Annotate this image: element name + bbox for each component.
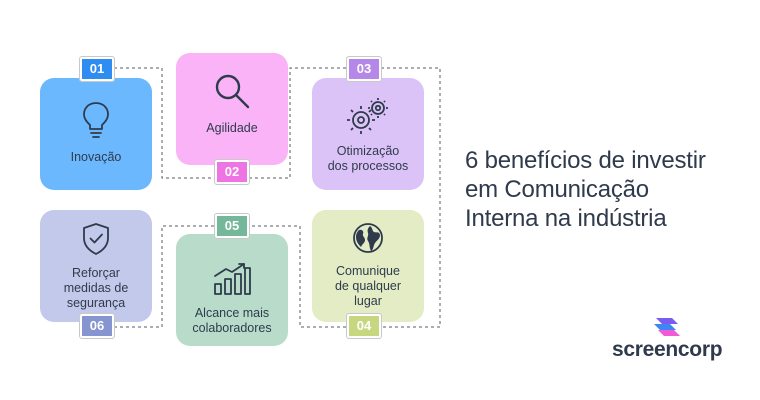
lightbulb-icon: [83, 102, 109, 138]
card-label-line: Reforçar: [72, 266, 120, 280]
headline-line-1: 6 benefícios de investir: [465, 147, 706, 174]
headline-line-2: em Comunicação: [465, 176, 649, 203]
stacked-layers-logo-icon: [654, 318, 680, 336]
card-comunique: Comunique de qualquer lugar: [312, 210, 424, 322]
globe-icon: [353, 223, 383, 253]
card-label-line: dos processos: [327, 159, 409, 173]
headline: 6 benefícios de investir em Comunicação …: [465, 146, 755, 233]
card-label-line: Otimização: [336, 144, 400, 158]
brand-wordmark: screencorp: [612, 338, 723, 361]
growth-chart-icon: [214, 263, 251, 295]
card-alcance: Alcance mais colaboradores: [176, 234, 288, 346]
badge-04: 04: [346, 313, 382, 339]
card-otimizacao: Otimização dos processos: [312, 78, 424, 190]
brand-logo: screencorp: [612, 316, 732, 366]
card-label-line: colaboradores: [192, 321, 272, 335]
card-label-line: Inovação: [70, 150, 122, 164]
badge-06: 06: [79, 313, 115, 339]
card-label-line: lugar: [354, 294, 382, 308]
badge-05: 05: [214, 213, 250, 239]
shield-check-icon: [83, 223, 109, 255]
badge-02: 02: [214, 159, 250, 185]
card-label-line: Comunique: [336, 264, 400, 278]
card-label-line: Agilidade: [206, 121, 258, 135]
gears-icon: [347, 98, 388, 134]
headline-line-3: Interna na indústria: [465, 205, 667, 232]
badge-03: 03: [346, 56, 382, 82]
badge-01: 01: [79, 56, 115, 82]
card-label-line: de qualquer: [334, 279, 402, 293]
card-label-line: segurança: [66, 296, 126, 310]
card-inovacao: Inovação: [40, 78, 152, 190]
card-agilidade: Agilidade: [176, 53, 288, 165]
card-seguranca: Reforçar medidas de segurança: [40, 210, 152, 322]
card-label-line: medidas de: [63, 281, 129, 295]
card-label-line: Alcance mais: [194, 306, 270, 320]
magnifier-icon: [215, 74, 250, 109]
